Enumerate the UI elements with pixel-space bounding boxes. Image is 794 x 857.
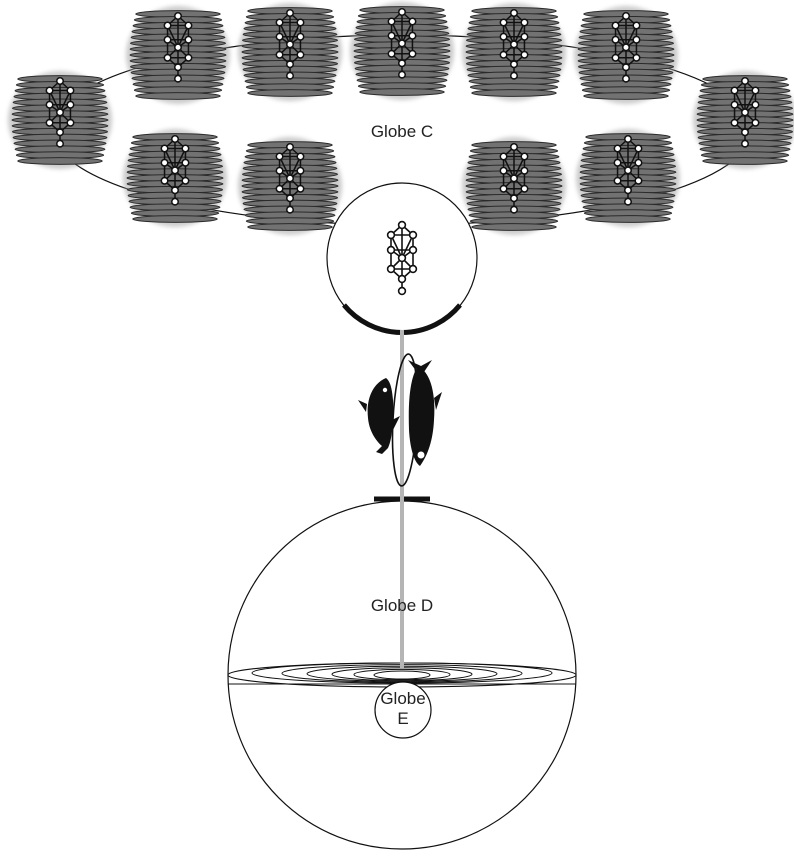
globe-e-circle [374, 681, 432, 739]
globe-c-label: Globe C [371, 122, 433, 141]
globe-d-label: Globe D [371, 596, 433, 615]
pisces-fish-icon [358, 353, 442, 487]
globe-e-label-line1: Globe [380, 689, 425, 708]
upper-tree-of-life-icon [386, 220, 418, 296]
globe-c-coils [8, 2, 794, 235]
globe-d-disc [227, 662, 577, 688]
globe-e-label-line2: E [397, 709, 408, 728]
